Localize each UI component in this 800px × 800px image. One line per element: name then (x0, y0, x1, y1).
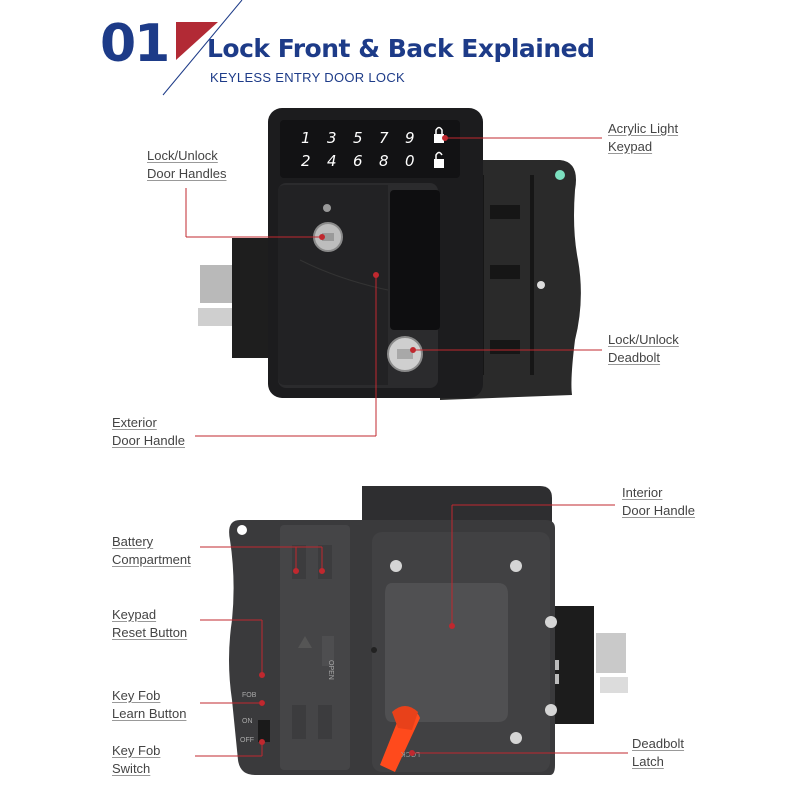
fob-label: FOB (242, 692, 257, 699)
exterior-door-handle (278, 185, 388, 385)
open-label: OPEN (327, 660, 334, 680)
rear-indicator-light (555, 170, 565, 180)
keypad-key: 9 (405, 129, 415, 147)
keypad-key: 4 (327, 152, 337, 170)
page-subtitle: KEYLESS ENTRY DOOR LOCK (210, 70, 405, 85)
on-label: ON (242, 718, 253, 725)
header-accent-mark (162, 0, 243, 96)
lock-icon (434, 126, 444, 143)
key-fob-switch (258, 720, 270, 742)
page-title: Lock Front & Back Explained (207, 34, 595, 63)
off-label: OFF (240, 737, 254, 744)
interior-door-handle (385, 583, 508, 722)
keypad-key: 5 (353, 129, 363, 147)
keypad-key: 6 (353, 152, 363, 170)
keypad-key: 7 (379, 129, 389, 147)
keypad-key: 1 (301, 129, 311, 147)
keypad-key: 8 (379, 152, 389, 170)
step-number: 01 (100, 14, 170, 74)
mounting-screws (390, 560, 557, 744)
keypad-key: 2 (301, 152, 311, 170)
acrylic-keypad (280, 120, 460, 178)
unlock-icon (434, 151, 444, 168)
keypad-key: 0 (405, 152, 415, 170)
keypad-key: 3 (327, 129, 337, 147)
